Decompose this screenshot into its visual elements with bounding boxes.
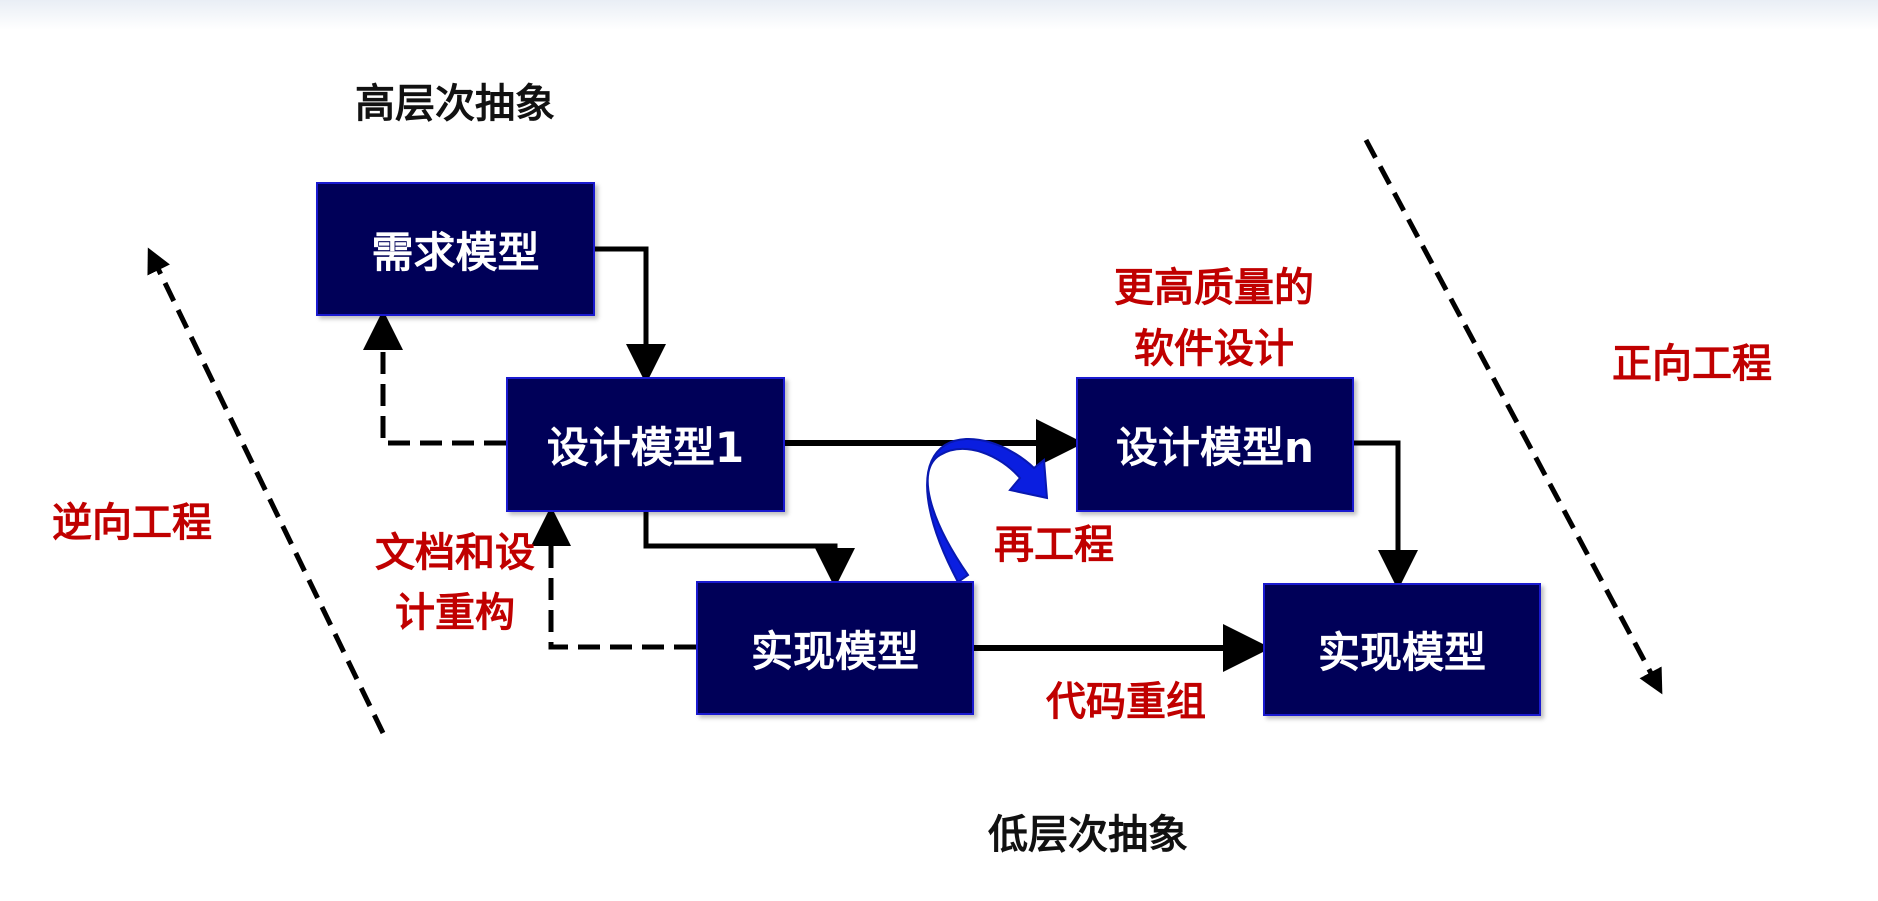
dashed-arrow-design1-to-requirements <box>363 310 506 446</box>
top-fade <box>0 0 1878 30</box>
low-abstraction-label: 低层次抽象 <box>988 812 1188 858</box>
reengineering-curved-arrow <box>926 437 1049 584</box>
arrow-requirements-to-design1 <box>595 246 666 384</box>
doc-redesign-label-line2: 计重构 <box>395 590 515 636</box>
implementation-model-1-box: 实现模型 <box>696 581 974 715</box>
implementation-model-2-box: 实现模型 <box>1263 583 1541 716</box>
reengineering-label: 再工程 <box>994 522 1114 568</box>
higher-quality-label-line1: 更高质量的 <box>1114 265 1314 311</box>
doc-redesign-label-line1: 文档和设 <box>375 530 535 576</box>
arrow-designn-to-impl2 <box>1354 440 1418 590</box>
reverse-engineering-label: 逆向工程 <box>52 500 212 546</box>
forward-engineering-label: 正向工程 <box>1612 341 1772 387</box>
higher-quality-label-line2: 软件设计 <box>1134 326 1294 372</box>
dashed-arrow-impl1-to-design1 <box>531 506 696 650</box>
arrow-design1-to-impl1 <box>643 512 855 588</box>
requirements-model-box: 需求模型 <box>316 182 595 316</box>
design-model-n-box: 设计模型n <box>1076 377 1354 512</box>
design-model-1-box: 设计模型1 <box>506 377 785 512</box>
forward-engineering-dashed-arrow <box>1363 138 1663 695</box>
high-abstraction-label: 高层次抽象 <box>355 81 555 127</box>
code-restructuring-label: 代码重组 <box>1046 679 1206 725</box>
